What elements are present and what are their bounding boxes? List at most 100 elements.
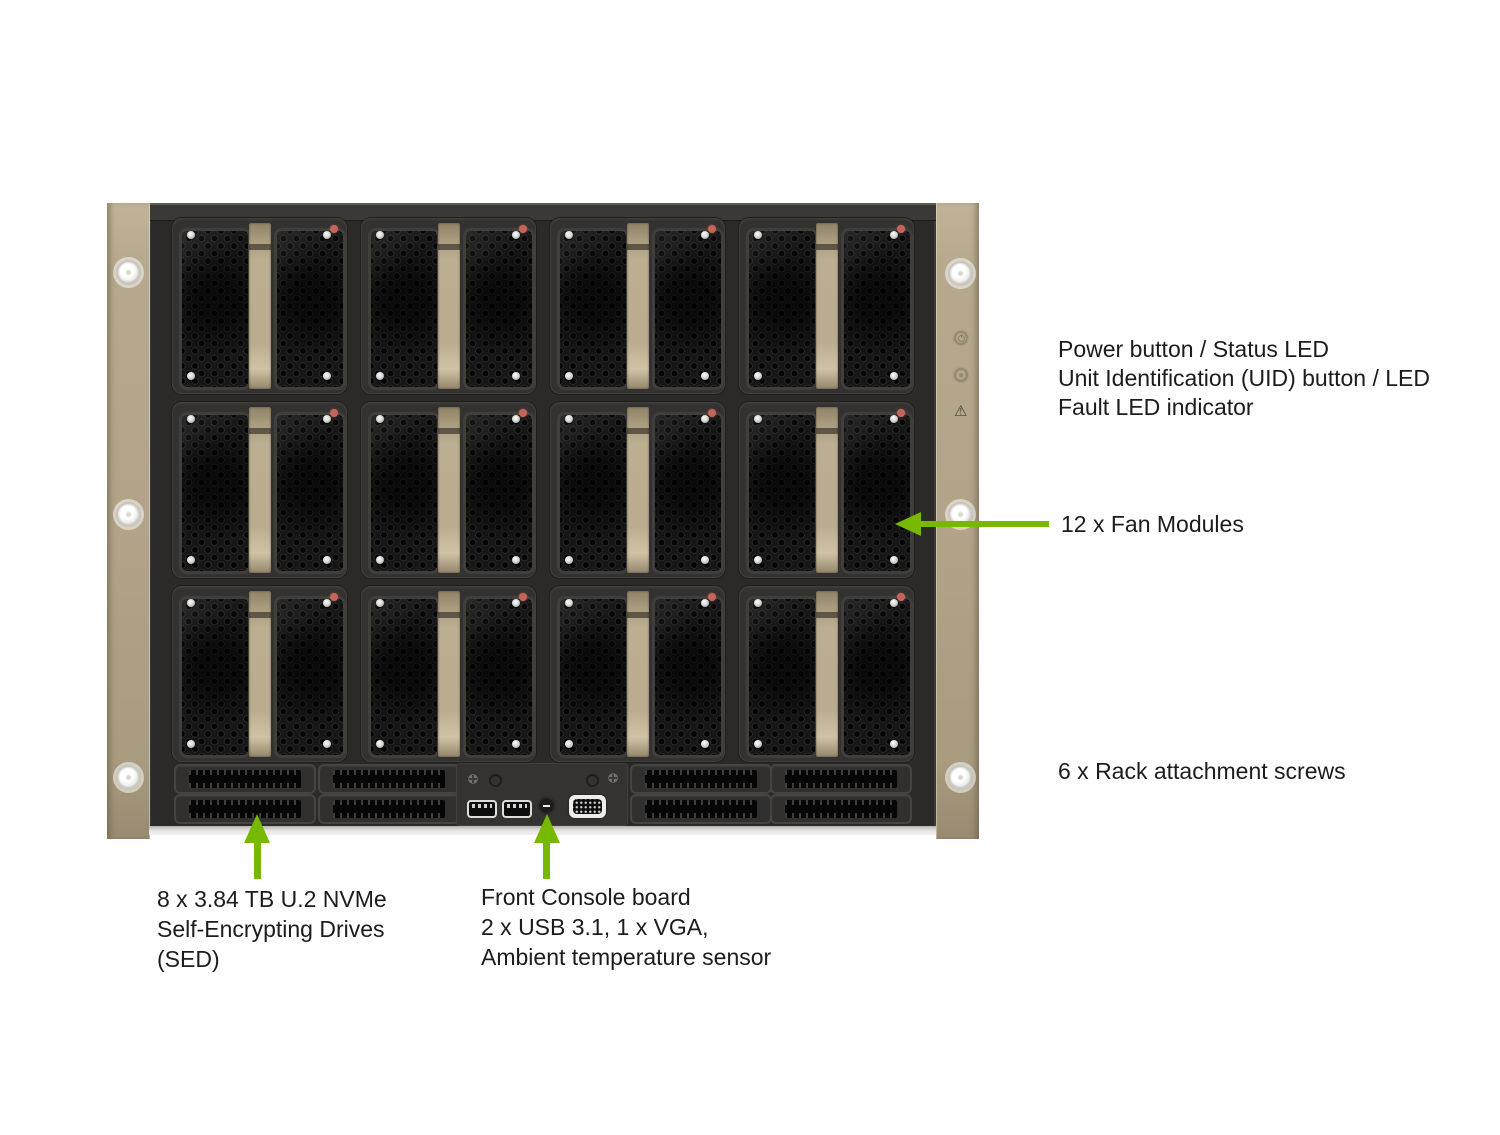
usb-port-icon <box>467 800 497 818</box>
fan-mesh-icon <box>182 231 248 387</box>
drive-vent-slot <box>333 770 445 788</box>
drive-vent-slot <box>189 800 301 818</box>
rack-screw-icon <box>116 765 141 790</box>
fan-status-led <box>330 225 338 233</box>
fan-module <box>739 402 914 578</box>
fan-screw-icon <box>376 231 384 239</box>
fan-screw-icon <box>376 599 384 607</box>
fan-grille <box>368 412 440 574</box>
fan-screw-icon <box>890 740 898 748</box>
fan-screw-icon <box>565 372 573 380</box>
fan-screw-icon <box>701 740 709 748</box>
console-callout-line2: 2 x USB 3.1, 1 x VGA, <box>481 914 709 940</box>
fan-mesh-icon <box>655 415 721 571</box>
drive-vent-slot <box>645 800 757 818</box>
fan-screw-icon <box>512 740 520 748</box>
fan-screw-icon <box>754 372 762 380</box>
console-callout-line <box>543 842 550 879</box>
power-button-icon <box>954 331 968 345</box>
fan-screw-icon <box>890 599 898 607</box>
fan-screw-icon <box>512 599 520 607</box>
fan-status-led <box>519 225 527 233</box>
fan-mesh-icon <box>277 599 343 755</box>
fan-screw-icon <box>376 415 384 423</box>
fan-module-handle <box>438 223 460 389</box>
rack-screw-icon <box>948 261 973 286</box>
fan-grille <box>179 228 251 390</box>
console-callout-arrowhead <box>534 814 560 843</box>
fan-screw-icon <box>754 599 762 607</box>
fan-status-led <box>897 409 905 417</box>
fan-mesh-icon <box>560 231 626 387</box>
drive-vent-slot <box>645 770 757 788</box>
nvme-drive-tray <box>318 764 460 794</box>
nvme-drive-tray <box>174 764 316 794</box>
fan-grille <box>179 596 251 758</box>
fan-mesh-icon <box>182 599 248 755</box>
fan-mesh-icon <box>560 415 626 571</box>
drive-vent-slot <box>785 800 897 818</box>
nvme-drive-tray <box>770 794 912 824</box>
fan-screw-icon <box>323 372 331 380</box>
fan-mesh-icon <box>749 231 815 387</box>
fan-grille <box>463 596 535 758</box>
fan-grille <box>652 412 724 574</box>
power-callout-label: Power button / Status LED Unit Identific… <box>1058 335 1430 422</box>
fan-grille <box>652 228 724 390</box>
fan-mesh-icon <box>371 231 437 387</box>
fan-screw-icon <box>187 556 195 564</box>
drive-vent-slot <box>189 770 301 788</box>
fan-callout-line <box>919 521 1049 527</box>
nvme-drive-tray <box>174 794 316 824</box>
fan-grille <box>557 596 629 758</box>
fan-mesh-icon <box>371 415 437 571</box>
fault-warning-icon: ⚠ <box>954 402 968 420</box>
fan-module <box>361 402 536 578</box>
console-callout-label: Front Console board 2 x USB 3.1, 1 x VGA… <box>481 882 771 972</box>
fan-callout-arrowhead <box>895 512 921 536</box>
drives-callout-line <box>254 842 261 879</box>
fan-screw-icon <box>323 599 331 607</box>
fan-mesh-icon <box>277 231 343 387</box>
fan-screw-icon <box>376 372 384 380</box>
fan-screw-icon <box>890 415 898 423</box>
fan-module <box>739 586 914 762</box>
fan-module <box>172 586 347 762</box>
fan-module <box>172 218 347 394</box>
fan-grille <box>746 596 818 758</box>
fan-mesh-icon <box>466 599 532 755</box>
fan-grille <box>274 412 346 574</box>
fan-grille <box>841 596 913 758</box>
drive-vent-slot <box>333 800 445 818</box>
fan-screw-icon <box>187 740 195 748</box>
fan-screw-icon <box>376 740 384 748</box>
fan-module <box>550 586 725 762</box>
fan-screw-icon <box>754 231 762 239</box>
fan-module-handle <box>438 591 460 757</box>
fan-module-handle <box>816 223 838 389</box>
fan-module-handle <box>249 223 271 389</box>
power-callout-line1: Power button / Status LED <box>1058 336 1330 362</box>
fan-mesh-icon <box>655 231 721 387</box>
drives-callout-line3: (SED) <box>157 946 220 972</box>
nvme-drive-tray <box>318 794 460 824</box>
fan-mesh-icon <box>466 231 532 387</box>
fan-module <box>550 402 725 578</box>
fan-screw-icon <box>754 415 762 423</box>
fan-module-handle <box>627 223 649 389</box>
fan-status-led <box>708 225 716 233</box>
fan-grille <box>274 228 346 390</box>
fan-grille <box>368 596 440 758</box>
fan-grille <box>557 228 629 390</box>
rack-screw-icon <box>116 260 141 285</box>
console-hole-icon <box>586 774 599 787</box>
fan-screw-icon <box>376 556 384 564</box>
fan-grille <box>652 596 724 758</box>
rack-screws-callout-label: 6 x Rack attachment screws <box>1058 758 1346 784</box>
fan-screw-icon <box>565 415 573 423</box>
fan-mesh-icon <box>560 599 626 755</box>
fan-screw-icon <box>323 556 331 564</box>
fan-screw-icon <box>512 231 520 239</box>
